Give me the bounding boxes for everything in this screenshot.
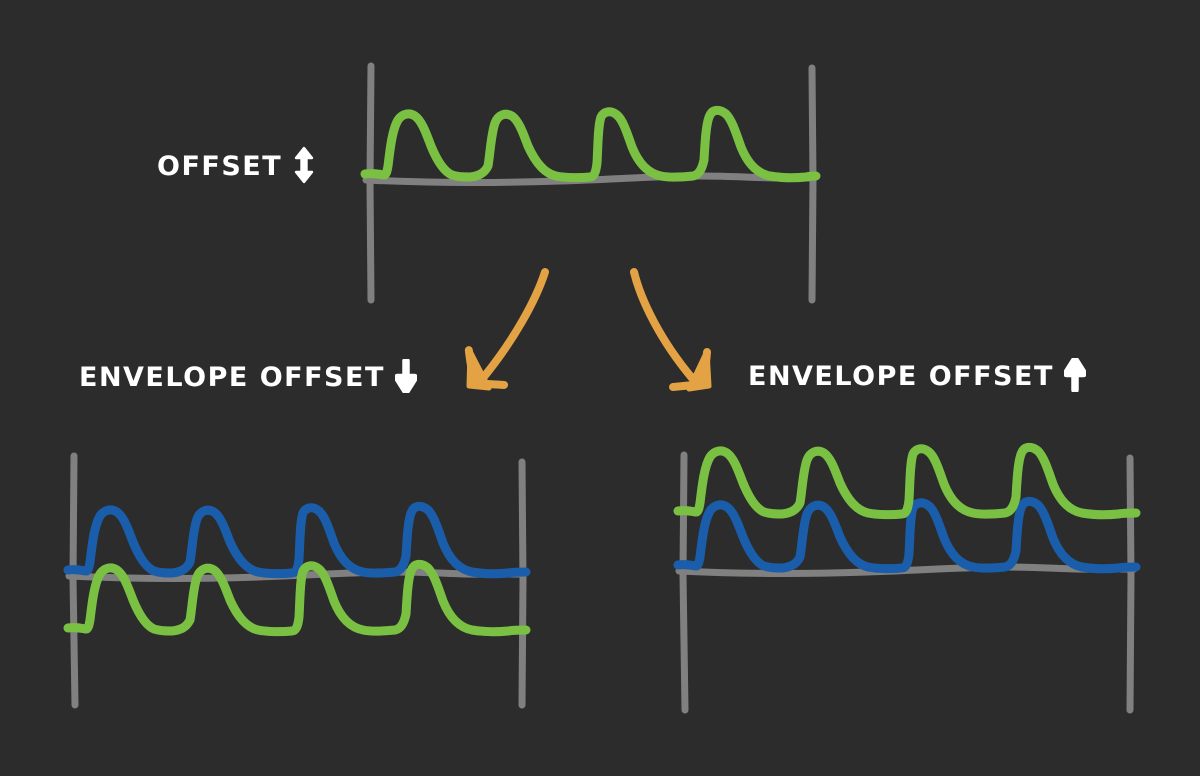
bl-reference-blue-envelope	[63, 501, 531, 579]
envelope-offset-down-text: ENVELOPE OFFSET	[79, 362, 385, 393]
bl-panel-left-axis-bar	[69, 452, 79, 709]
bl-panel-right-axis-bar	[518, 458, 527, 709]
br-panel-left-axis-bar	[679, 451, 689, 714]
envelope-offset-down-label: ENVELOPE OFFSET	[79, 357, 419, 396]
top-panel-envelope-green	[360, 105, 821, 183]
top-panel-right-axis-bar	[808, 64, 817, 304]
offset-label: OFFSET	[157, 146, 316, 187]
br-offset-up-green-envelope	[673, 442, 1141, 520]
down-arrow-icon	[393, 357, 419, 396]
up-arrow-icon	[1062, 356, 1088, 395]
top-panel	[360, 62, 821, 304]
bottom-left-panel	[63, 452, 531, 709]
up-down-arrow-icon	[292, 146, 316, 187]
arrow-left-shaft	[479, 268, 549, 382]
bottom-right-panel	[673, 442, 1141, 714]
br-reference-blue-envelope	[673, 496, 1141, 574]
envelope-offset-up-text: ENVELOPE OFFSET	[748, 361, 1054, 392]
arrow-left-tip	[466, 348, 492, 391]
flow-arrows	[464, 268, 712, 392]
br-panel-right-axis-bar	[1126, 454, 1135, 714]
bl-offset-down-green-envelope	[63, 559, 531, 637]
up-arrow-glyph	[1062, 356, 1088, 394]
up-down-arrow-glyph	[294, 146, 314, 184]
offset-label-text: OFFSET	[157, 151, 283, 182]
envelope-offset-up-label: ENVELOPE OFFSET	[748, 356, 1088, 395]
arrow-right-head	[669, 348, 711, 391]
down-arrow-glyph	[393, 357, 419, 395]
arrow-right-shaft	[630, 268, 696, 382]
